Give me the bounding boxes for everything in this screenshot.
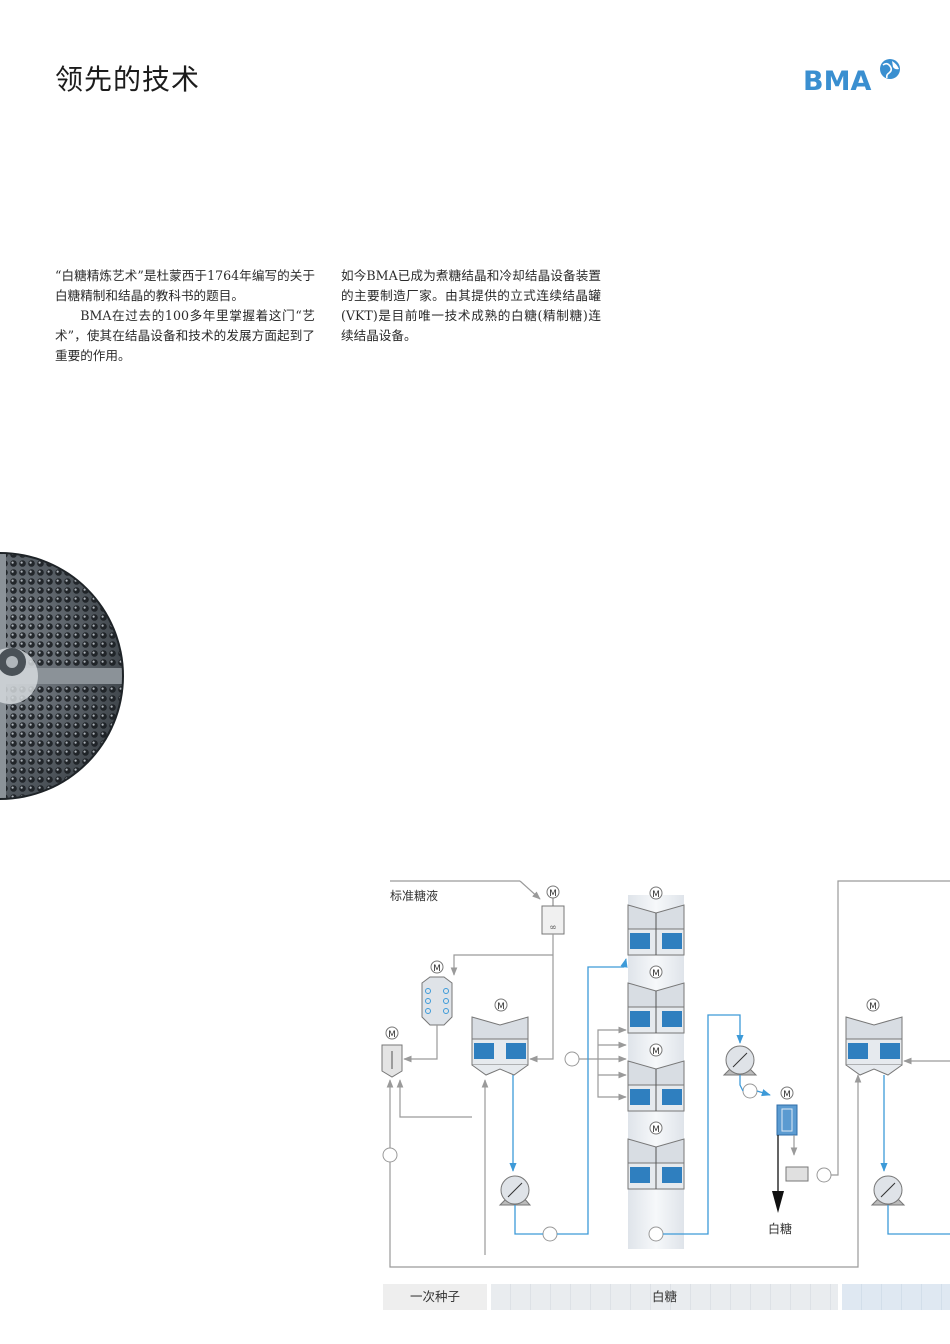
process-flow-diagram: 标准糖液 M ∞ — [381, 880, 950, 1268]
crystallizer-left: M — [471, 998, 529, 1076]
centrifuge-left — [498, 1175, 532, 1206]
svg-text:M: M — [652, 890, 660, 900]
intro-left-column: “白糖精炼艺术”是杜蒙西于1764年编写的关于白糖精制和结晶的教科书的题目。 B… — [55, 266, 315, 366]
process-legend-strip: 一次种子 白糖 — [383, 1284, 950, 1310]
product-label: 白糖 — [768, 1221, 792, 1236]
cooling-crystallizer: M — [421, 960, 453, 1026]
intro-paragraph: BMA在过去的100多年里掌握着这门“艺术”，使其在结晶设备和技术的发展方面起到… — [55, 308, 315, 363]
globe-icon — [880, 59, 900, 79]
grey-flow-lines — [386, 880, 950, 1268]
legend-blue-section — [842, 1284, 950, 1310]
svg-text:M: M — [652, 1125, 660, 1135]
page-title: 领先的技术 — [55, 63, 201, 96]
blue-flow-lines — [509, 958, 950, 1235]
svg-text:M: M — [652, 1047, 660, 1057]
centrifuge-middle — [722, 1045, 758, 1076]
svg-text:M: M — [652, 969, 660, 979]
centrifuge-right — [870, 1175, 906, 1206]
column-motor-icon: M M M M — [649, 886, 663, 1135]
svg-text:M: M — [433, 964, 441, 974]
seed-tank-motor-icon: M — [546, 885, 560, 899]
vkt-column: M M M M — [627, 886, 685, 1190]
svg-text:M: M — [783, 1090, 791, 1100]
intro-paragraph: 如今BMA已成为煮糖结晶和冷却结晶设备装置的主要制造厂家。由其提供的立式连续结晶… — [341, 268, 601, 343]
svg-text:∞: ∞ — [549, 923, 557, 933]
dryer-unit: M — [776, 1086, 798, 1136]
legend-white-sugar: 白糖 — [491, 1284, 838, 1310]
svg-text:M: M — [388, 1030, 396, 1040]
sugar-conveyor — [785, 1166, 809, 1182]
seed-receiver: M — [381, 1026, 403, 1078]
bma-logo: BMA — [803, 59, 900, 94]
pump-icon — [382, 1051, 832, 1242]
bma-logo-text: BMA — [803, 66, 871, 94]
feed-label: 标准糖液 — [390, 888, 438, 903]
legend-seed: 一次种子 — [383, 1284, 487, 1310]
intro-right-column: 如今BMA已成为煮糖结晶和冷却结晶设备装置的主要制造厂家。由其提供的立式连续结晶… — [341, 266, 601, 346]
crystallizer-right: M — [845, 998, 903, 1076]
svg-text:M: M — [549, 889, 557, 899]
white-sugar-output-arrow — [772, 1191, 784, 1213]
intro-paragraph: “白糖精炼艺术”是杜蒙西于1764年编写的关于白糖精制和结晶的教科书的题目。 — [55, 268, 315, 303]
svg-text:M: M — [497, 1002, 505, 1012]
tube-sheet-photo — [0, 552, 124, 800]
svg-text:M: M — [869, 1002, 877, 1012]
